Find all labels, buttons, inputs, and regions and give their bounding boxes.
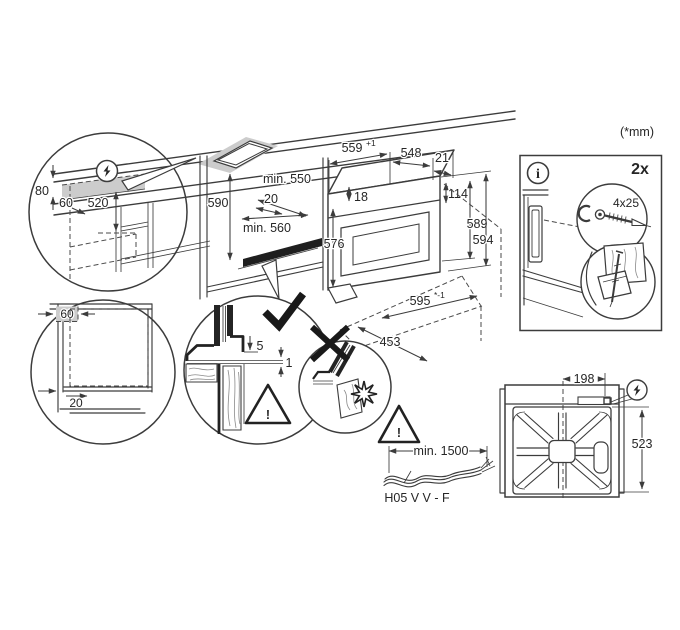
dim-label-18: 18 — [354, 190, 368, 204]
units-note: (*mm) — [620, 125, 654, 139]
niche-projection: 595 *-1 453 — [339, 183, 502, 362]
rear-view: 198 523 — [499, 371, 654, 500]
dim-label-595-tol: *-1 — [434, 290, 445, 300]
power-zone-detail-circle: 80 60 520 — [28, 132, 211, 292]
dim-label-21: 21 — [435, 151, 449, 165]
power-cable: ! min. 1500 H05 V V - F — [377, 404, 496, 506]
dim-label-60: 60 — [59, 196, 73, 210]
oven-isometric: 559 +1 548 21 18 114 576 589 594 — [322, 137, 495, 304]
warning-mark: ! — [266, 408, 270, 422]
dim-label-min550: min. 550 — [263, 172, 311, 186]
front-dim-label-60: 60 — [60, 307, 74, 321]
rear-dim-label-523: 523 — [632, 437, 653, 451]
warning-mark: ! — [397, 426, 401, 440]
info-icon-glyph: i — [536, 167, 540, 182]
screw-detail-circle: 4x25 — [576, 183, 652, 255]
dim-label-80: 80 — [35, 184, 49, 198]
dim-label-20: 20 — [264, 192, 278, 206]
gap-dim-label-1: 1 — [286, 356, 293, 370]
gap-dim-label-5: 5 — [257, 339, 264, 353]
lightning-icon — [103, 165, 111, 177]
screw-size-label: 4x25 — [613, 196, 639, 210]
hob-cutout — [121, 137, 278, 191]
bracket-detail-circle — [580, 242, 656, 320]
dim-label-min560: min. 560 — [243, 221, 291, 235]
info-icon — [526, 161, 550, 185]
cross-icon — [309, 324, 351, 363]
checkmark-icon — [262, 291, 306, 332]
gap-detail-bad-circle — [298, 324, 392, 434]
dim-label-559: 559 — [342, 141, 363, 155]
warning-triangle-icon — [377, 404, 421, 444]
front-dim-label-20: 20 — [69, 396, 83, 410]
hardware-box: i 2x 4x25 — [519, 154, 663, 332]
rear-dim-label-198: 198 — [574, 372, 595, 386]
dim-label-453: 453 — [380, 335, 401, 349]
spark-icon — [350, 380, 378, 408]
dim-label-589: 589 — [467, 217, 488, 231]
dim-label-548: 548 — [401, 146, 422, 160]
dim-label-559-tol: +1 — [366, 138, 376, 148]
lightning-icon — [633, 384, 641, 396]
cabinet-niche: 590 min. 550 20 min. 560 — [199, 155, 329, 300]
cabinet-front-detail-circle: 60 20 — [30, 299, 176, 445]
cable-length-label: min. 1500 — [414, 444, 469, 458]
dim-label-594: 594 — [473, 233, 494, 247]
dim-label-520: 520 — [88, 196, 109, 210]
cable-type-label: H05 V V - F — [384, 491, 450, 505]
warning-triangle-icon — [244, 383, 292, 425]
quantity-label: 2x — [631, 161, 649, 178]
dim-label-576: 576 — [324, 237, 345, 251]
dim-label-595: 595 — [410, 294, 431, 308]
dim-label-590: 590 — [208, 196, 229, 210]
